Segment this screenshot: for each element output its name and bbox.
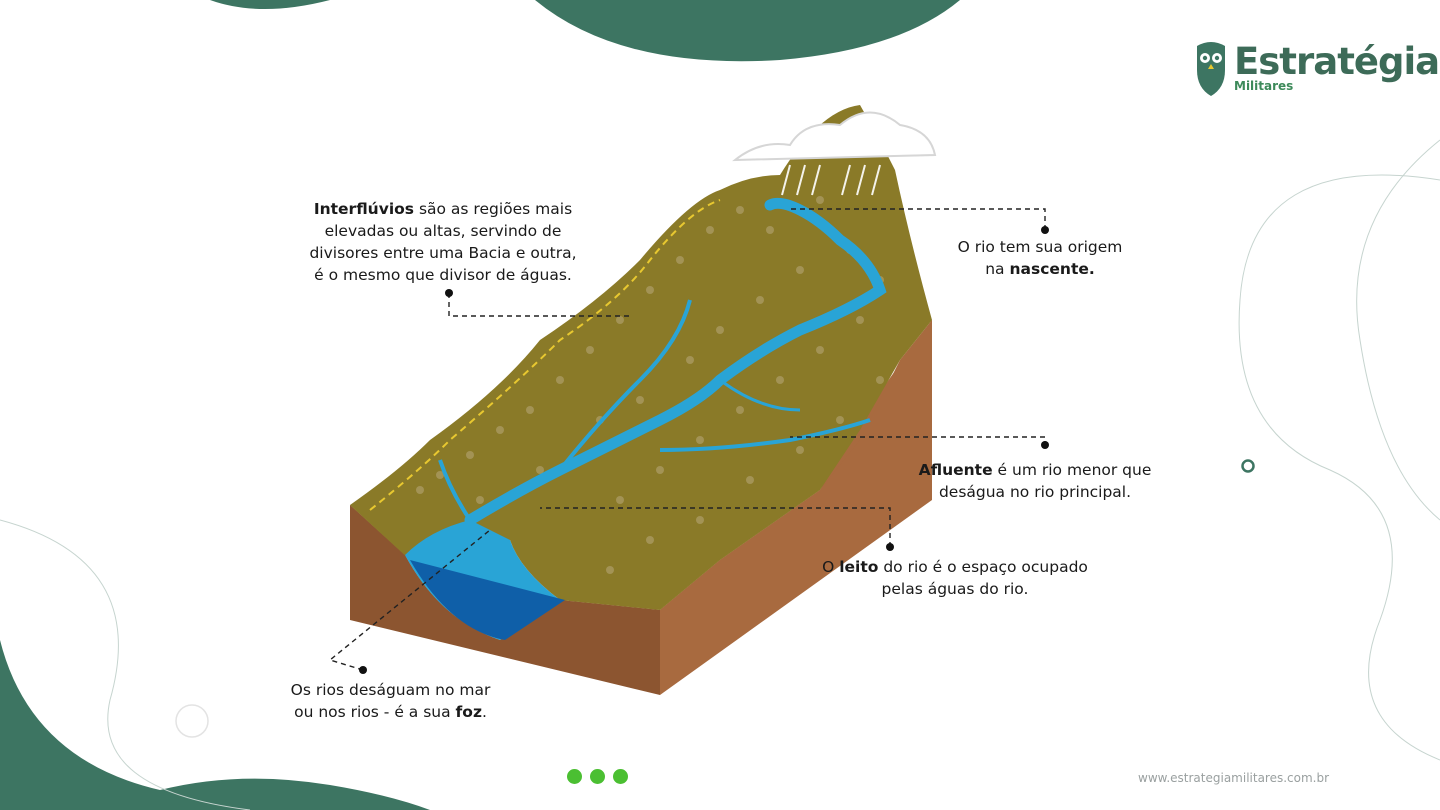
- top-center-blob: [535, 0, 960, 62]
- tributary: [438, 459, 472, 522]
- pager-dot-1[interactable]: [567, 769, 582, 784]
- leito-dot: [886, 543, 894, 551]
- estrategia-logo[interactable]: Estratégia Militares: [1194, 40, 1440, 100]
- pager-dot-2[interactable]: [590, 769, 605, 784]
- logo-title: Estratégia: [1234, 40, 1440, 83]
- afluente-label: Afluente é um rio menor que deságua no r…: [918, 461, 1152, 501]
- top-left-blob: [210, 0, 330, 9]
- small-ring-icon: [1241, 459, 1255, 473]
- nascente-label: O rio tem sua origem na nascente.: [957, 238, 1123, 278]
- bottom-left-blob: [0, 640, 430, 810]
- foz-label: Os rios deságuam no mar ou nos rios - é …: [290, 681, 491, 721]
- interfluve-line: [369, 199, 721, 511]
- cloud: [732, 111, 937, 162]
- forest-texture: [416, 196, 884, 574]
- main-river: [464, 197, 887, 526]
- afluente-dot: [1041, 441, 1049, 449]
- rain: [781, 164, 881, 196]
- foz-dot: [359, 666, 367, 674]
- website-url[interactable]: www.estrategiamilitares.com.br: [1138, 771, 1330, 785]
- logo-subtitle: Militares: [1234, 79, 1294, 93]
- nascente-dot: [1041, 226, 1049, 234]
- tributary-afluente: [659, 418, 871, 452]
- owl-logo-icon: [1197, 42, 1225, 96]
- river-mouth-deep: [410, 560, 565, 640]
- interfluvios-dot: [445, 289, 453, 297]
- soil-left-face: [350, 505, 660, 695]
- leito-label: O leito do rio é o espaço ocupado pelas …: [822, 558, 1088, 598]
- interfluvios-label: Interflúvios são as regiões mais elevada…: [309, 200, 577, 284]
- land-surface: [350, 105, 932, 610]
- pager-dot-3[interactable]: [613, 769, 628, 784]
- tributary: [558, 299, 692, 472]
